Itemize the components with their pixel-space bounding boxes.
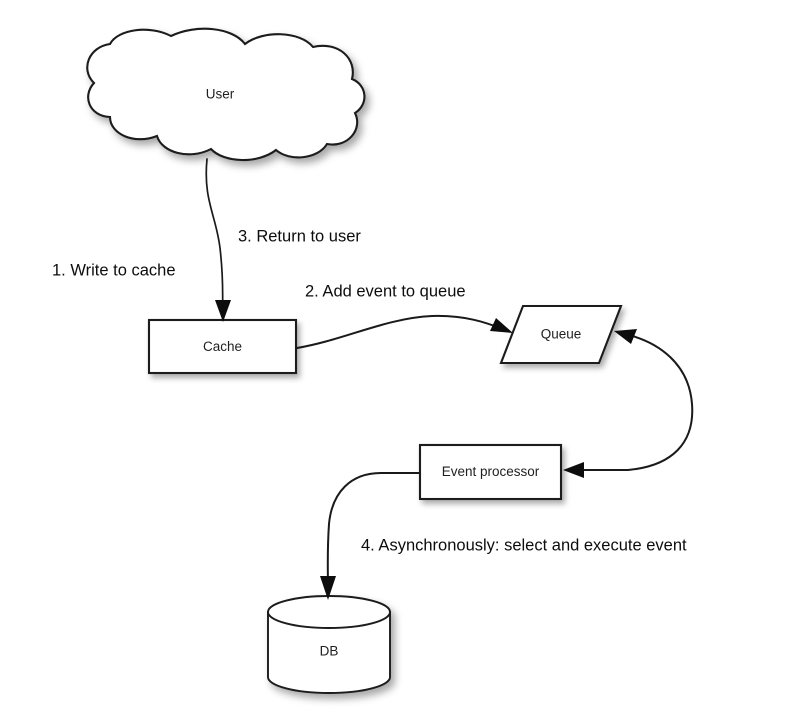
node-user[interactable]: User bbox=[86, 27, 366, 162]
node-cache[interactable]: Cache bbox=[147, 318, 298, 375]
edge-queue-processor-loop-line bbox=[574, 333, 694, 471]
node-event-processor[interactable]: Event processor bbox=[418, 443, 563, 501]
step-label-1: 1. Write to cache bbox=[52, 261, 176, 279]
node-db-label: DB bbox=[320, 644, 339, 659]
cache-shape bbox=[147, 318, 298, 375]
db-body bbox=[267, 611, 391, 694]
cloud-shape bbox=[86, 27, 366, 162]
edge-loop-arrowhead-to-queue bbox=[614, 329, 637, 344]
node-queue[interactable]: Queue bbox=[499, 304, 623, 365]
node-cache-label: Cache bbox=[203, 339, 242, 354]
edge-processor-to-db-arrowhead bbox=[320, 576, 336, 600]
step-label-2: 2. Add event to queue bbox=[305, 282, 466, 300]
edge-user-to-cache[interactable] bbox=[205, 158, 231, 322]
edge-queue-processor-loop[interactable] bbox=[563, 329, 694, 478]
edge-cache-to-queue-line bbox=[296, 314, 504, 349]
node-user-label: User bbox=[206, 87, 235, 102]
edge-cache-to-queue[interactable] bbox=[296, 314, 513, 349]
step-label-3: 3. Return to user bbox=[238, 227, 361, 245]
queue-shape bbox=[499, 304, 623, 365]
node-queue-label: Queue bbox=[541, 327, 582, 342]
edge-user-to-cache-arrowhead bbox=[215, 300, 231, 322]
db-top-ellipse bbox=[267, 595, 391, 629]
node-db[interactable]: DB bbox=[267, 595, 391, 694]
edge-processor-to-db[interactable] bbox=[320, 472, 420, 600]
node-event-processor-label: Event processor bbox=[442, 464, 540, 479]
edge-loop-arrowhead-to-processor bbox=[563, 462, 584, 478]
event-processor-shape bbox=[418, 443, 563, 501]
step-label-4: 4. Asynchronously: select and execute ev… bbox=[361, 536, 687, 554]
edge-user-to-cache-line bbox=[205, 158, 224, 313]
edge-processor-to-db-line bbox=[326, 472, 420, 589]
edge-cache-to-queue-arrowhead bbox=[490, 318, 513, 333]
